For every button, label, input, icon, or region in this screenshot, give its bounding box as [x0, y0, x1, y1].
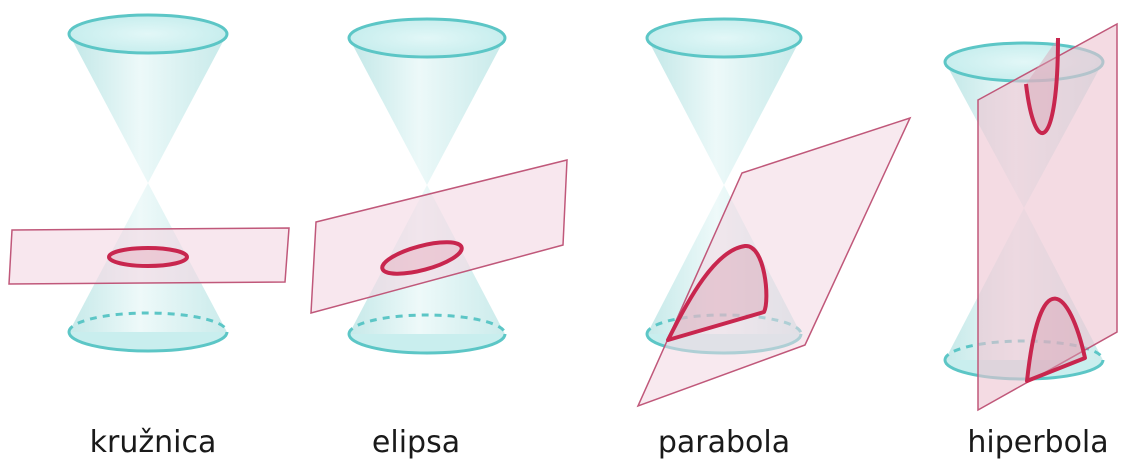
label-parabola: parabola [658, 425, 790, 460]
circle-curve [107, 246, 189, 268]
cutting-plane [636, 116, 912, 408]
hyperbola-upper-branch [1024, 37, 1060, 135]
cutting-plane [977, 22, 1118, 412]
hyperbola-lower-branch [1025, 296, 1087, 383]
parabola-curve [666, 244, 769, 342]
label-circle: kružnica [90, 425, 217, 460]
double-cone [67, 13, 229, 353]
figure-circle: kružnica [8, 13, 290, 460]
figure-parabola: parabola [636, 17, 912, 460]
label-ellipse: elipsa [372, 425, 460, 460]
ellipse-curve [380, 240, 464, 276]
label-hyperbola: hiperbola [967, 425, 1108, 460]
figure-ellipse: elipsa [310, 17, 568, 460]
cutting-plane [310, 159, 568, 314]
figure-hyperbola: hiperbola [943, 22, 1118, 460]
